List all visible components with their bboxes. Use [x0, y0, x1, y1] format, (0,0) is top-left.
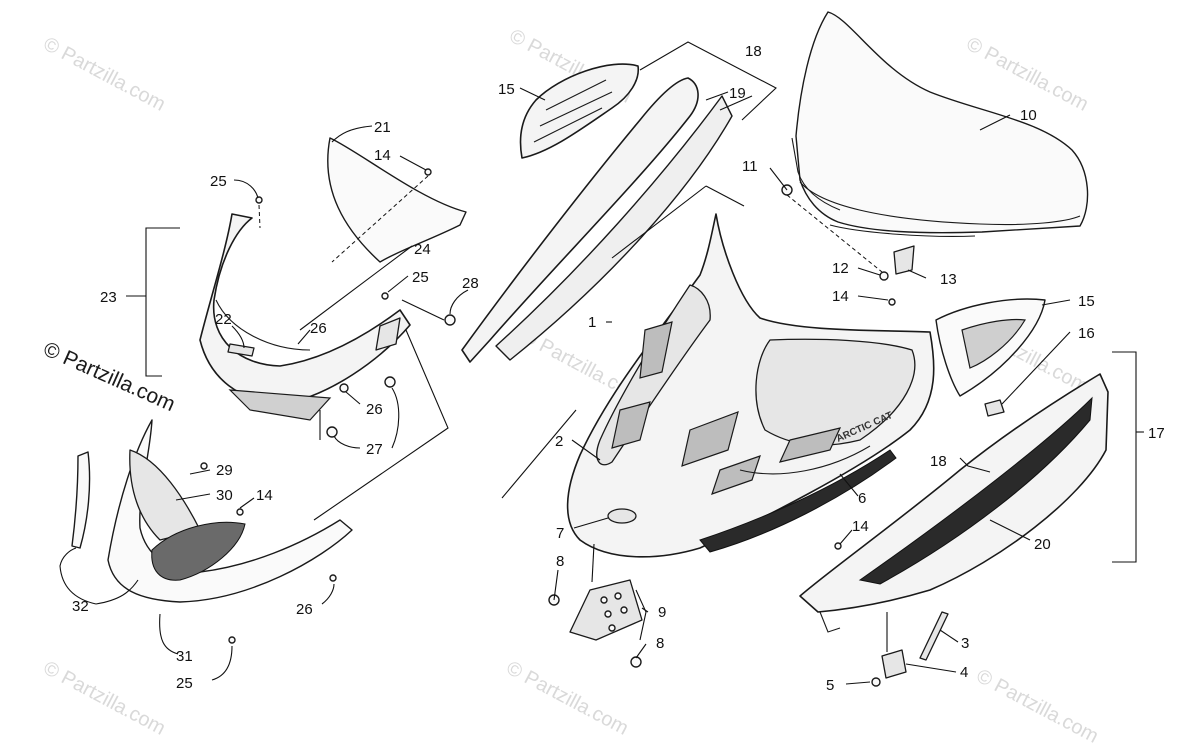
bolt-3 [919, 611, 949, 661]
callout-9: 9 [658, 604, 666, 621]
watermark: © Partzilla.com [40, 33, 169, 116]
callout-2: 2 [555, 433, 563, 450]
top-trim [461, 77, 733, 363]
callout-26: 26 [296, 601, 313, 618]
callout-14: 14 [374, 147, 391, 164]
callout-16: 16 [1078, 325, 1095, 342]
callout-29: 29 [216, 462, 233, 479]
callouts: 1 2 3 4 5 6 7 8 9 8 10 11 12 13 14 15 16… [72, 43, 1165, 694]
clip-22 [227, 343, 255, 357]
callout-18: 18 [930, 453, 947, 470]
callout-31: 31 [176, 648, 193, 665]
grommet-28 [444, 314, 456, 326]
screw-14 [834, 542, 842, 550]
screw-29 [200, 462, 208, 470]
callout-26: 26 [310, 320, 327, 337]
callout-5: 5 [826, 677, 834, 694]
callout-15: 15 [498, 81, 515, 98]
callout-14: 14 [256, 487, 273, 504]
top-vent [519, 63, 639, 159]
nut-8 [630, 656, 642, 668]
callout-14: 14 [852, 518, 869, 535]
washer-27 [326, 426, 338, 438]
callout-8: 8 [556, 553, 564, 570]
callout-17: 17 [1148, 425, 1165, 442]
callout-32: 32 [72, 598, 89, 615]
screw-26 [339, 383, 349, 393]
callout-26: 26 [366, 401, 383, 418]
callout-22: 22 [215, 311, 232, 328]
nut-12 [879, 271, 889, 281]
small-bracket [881, 649, 907, 679]
callout-24: 24 [414, 241, 431, 258]
watermark: © Partzilla.com [973, 665, 1102, 748]
nut-5 [871, 677, 881, 687]
callout-19: 19 [729, 85, 746, 102]
side-panel-right [935, 298, 1046, 397]
callout-30: 30 [216, 487, 233, 504]
clip-16 [984, 399, 1005, 417]
callout-20: 20 [1034, 536, 1051, 553]
leader-lines [59, 41, 1144, 685]
bracket-plate [569, 579, 643, 641]
watermark-dark: © Partzilla.com [40, 338, 179, 417]
callout-10: 10 [1020, 107, 1037, 124]
hood: ARCTIC CAT [566, 213, 935, 558]
callout-6: 6 [858, 490, 866, 507]
bracket-13 [893, 245, 915, 275]
screw-26 [329, 574, 337, 582]
callout-18: 18 [745, 43, 762, 60]
fasteners [200, 168, 1005, 687]
callout-3: 3 [961, 635, 969, 652]
callout-4: 4 [960, 664, 968, 681]
watermark: © Partzilla.com [40, 657, 169, 740]
callout-13: 13 [940, 271, 957, 288]
callout-27: 27 [366, 441, 383, 458]
callout-11: 11 [742, 158, 758, 175]
belly-pan [71, 419, 353, 603]
callout-8: 8 [656, 635, 664, 652]
left-shroud [199, 137, 467, 421]
callout-7: 7 [556, 525, 564, 542]
callout-1: 1 [588, 314, 596, 331]
callout-21: 21 [374, 119, 391, 136]
screw-25 [255, 196, 263, 204]
callout-25: 25 [210, 173, 227, 190]
lower-nose [799, 373, 1109, 633]
watermark: © Partzilla.com [963, 33, 1092, 116]
hood-emblem [607, 508, 637, 524]
watermark: © Partzilla.com [503, 657, 632, 740]
callout-14: 14 [832, 288, 849, 305]
callout-28: 28 [462, 275, 479, 292]
windshield [791, 11, 1089, 237]
callout-12: 12 [832, 260, 849, 277]
screw-25 [381, 292, 389, 300]
callout-23: 23 [100, 289, 117, 306]
screw-14 [424, 168, 432, 176]
callout-25: 25 [412, 269, 429, 286]
screw-14 [236, 508, 244, 516]
screw-25 [228, 636, 236, 644]
callout-15: 15 [1078, 293, 1095, 310]
washer-27 [384, 376, 396, 388]
callout-25: 25 [176, 675, 193, 692]
screw-14 [888, 298, 896, 306]
